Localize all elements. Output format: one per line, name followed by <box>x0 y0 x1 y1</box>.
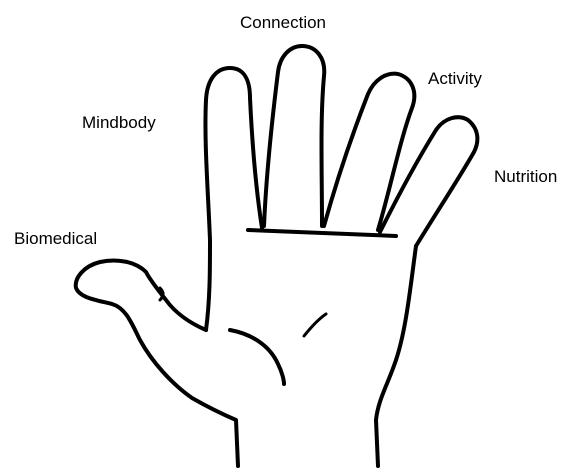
label-biomedical: Biomedical <box>14 230 97 247</box>
label-activity: Activity <box>428 70 482 87</box>
finger-nutrition <box>380 117 477 246</box>
palm-crease-small <box>304 314 326 336</box>
finger-connection <box>264 46 324 226</box>
label-mindbody: Mindbody <box>82 114 156 131</box>
label-connection: Connection <box>240 14 326 31</box>
finger-activity <box>324 74 414 230</box>
label-nutrition: Nutrition <box>494 168 557 185</box>
palm-right-edge <box>376 246 416 466</box>
finger-mindbody <box>205 68 262 330</box>
thumb-outline <box>76 260 238 466</box>
palm-crease-life <box>230 330 284 384</box>
finger-base-line <box>248 230 396 236</box>
